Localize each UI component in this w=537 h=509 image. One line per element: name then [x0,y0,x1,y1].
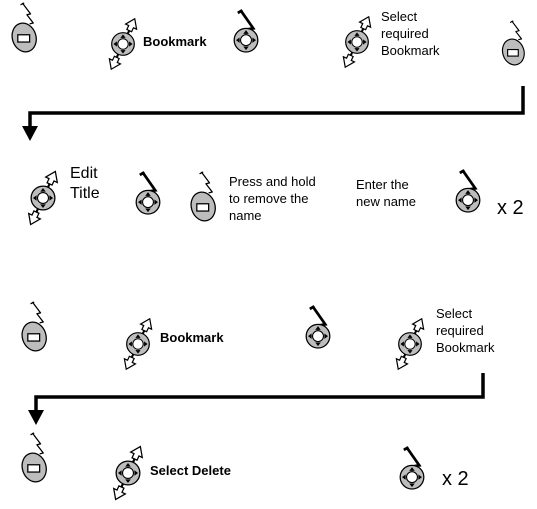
edit-title-label: Edit Title [70,165,100,202]
select-required-bookmark-label: Select required Bookmark [381,9,440,58]
bookmark-label: Bookmark [143,34,207,49]
repeat-count-label: x 2 [497,197,524,219]
enter-new-name-label: Enter the new name [356,177,416,209]
softkey-icon [16,299,56,354]
softkey-icon [185,169,225,224]
navigation-scroll-icon [103,13,143,75]
navigation-press-icon [298,304,338,352]
navigation-press-icon [392,445,432,493]
softkey-icon [16,430,56,485]
press-and-hold-label: Press and hold to remove the name [229,174,316,223]
softkey-icon [497,2,533,84]
navigation-press-icon [226,8,266,56]
bookmark-label: Bookmark [160,330,224,345]
navigation-press-icon [448,168,488,216]
navigation-scroll-icon [21,166,65,230]
navigation-scroll-icon [390,312,430,376]
softkey-icon [6,0,46,55]
select-delete-label: Select Delete [150,463,231,478]
navigation-scroll-icon [337,11,377,73]
select-required-bookmark-label: Select required Bookmark [436,306,495,355]
navigation-scroll-icon [107,441,149,505]
repeat-count-label: x 2 [442,468,469,490]
navigation-scroll-icon [118,312,158,376]
navigation-press-icon [128,170,168,218]
